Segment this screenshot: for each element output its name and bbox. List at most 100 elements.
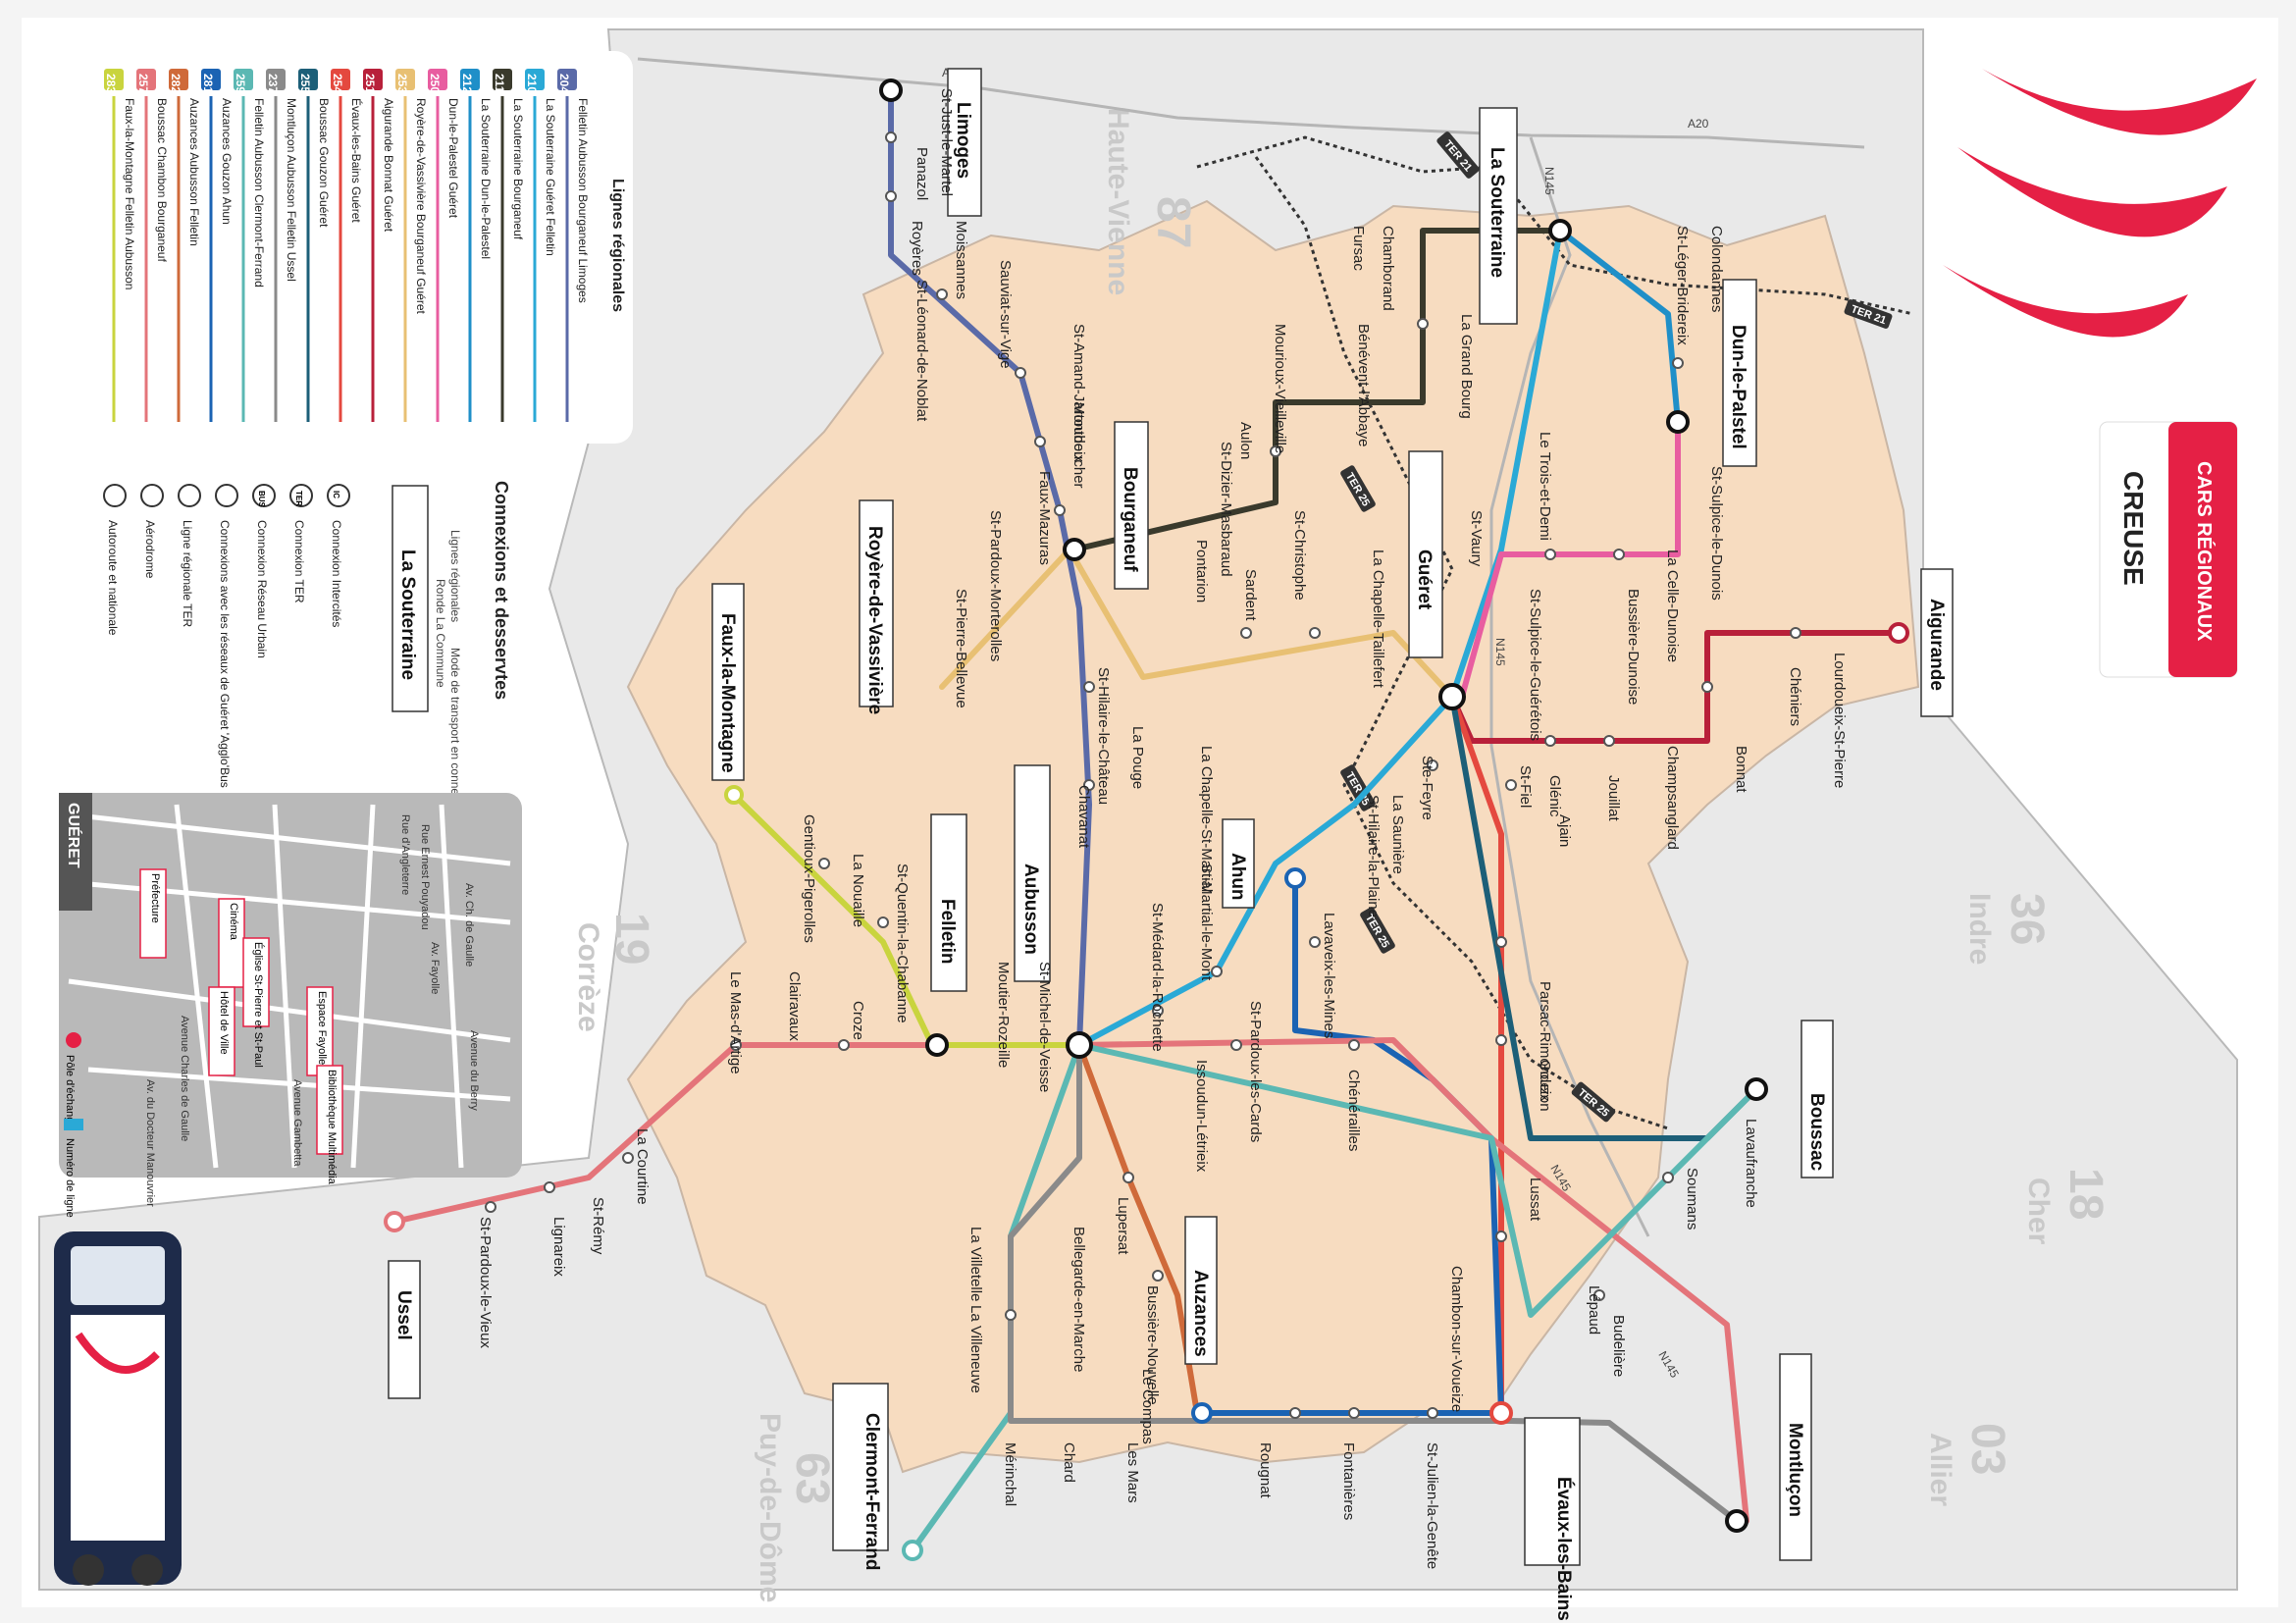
stop-label-la-villeneuve: La Villeneuve <box>967 1305 984 1393</box>
station-label-felletin: Felletin <box>937 899 958 965</box>
stop-label-budeliere: Budelière <box>1610 1315 1627 1377</box>
legend-text-259: Felletin Aubusson Clermont-Ferrand <box>252 98 266 288</box>
gueret-place-label-0: Préfecture <box>149 873 161 923</box>
stop-label-st-sulpice-le-gueretois: St-Sulpice-le-Guérétois <box>1527 589 1543 741</box>
station-label-limoges: Limoges <box>953 102 973 179</box>
stop-label-st-vaury: St-Vaury <box>1468 510 1485 567</box>
dept-num-03: 03 <box>1961 1423 2013 1475</box>
stop-label-la-chapelle-taillefert: La Chapelle-Taillefert <box>1370 550 1386 689</box>
legend-badge-210: 210 <box>525 74 539 93</box>
station-clermont: Clermont-Ferrand <box>832 1383 889 1570</box>
station-nodes <box>384 79 1909 1561</box>
gueret-place-label-2: Église St-Pierre et St-Paul <box>252 942 265 1068</box>
connections-panel: Connexions et desservtes La Souterraine … <box>44 461 520 816</box>
stop-label-lourdoueix-st-pierre: Lourdoueix-St-Pierre <box>1831 653 1848 788</box>
legend-text-254: Évaux-les-Bains Guéret <box>349 98 364 223</box>
connection-connexions-avec-les-reseaux-de-gueret-agglo-bus-icon <box>215 484 238 507</box>
dept-name-03: Allier <box>1924 1433 1957 1506</box>
station-label-evaux: Évaux-les-Bains <box>1553 1477 1575 1621</box>
stop-label-st-amand-jartoudeix: St-Amand-Jartoudeix <box>1070 324 1087 462</box>
station-label-ussel: Ussel <box>393 1290 414 1340</box>
legend-badge-253: 253 <box>395 74 409 93</box>
legend-badge-254: 254 <box>331 74 344 93</box>
legend-text-282: Auzances Aubusson Felletin <box>187 98 201 246</box>
connection-icon-label-2: BUS <box>257 491 266 508</box>
station-label-faux-la-montagne: Faux-la-Montagne <box>717 613 738 773</box>
station-ussel: Ussel <box>388 1260 421 1399</box>
station-montlucon: Montluçon <box>1779 1353 1812 1561</box>
stop-label-bussiere-dunoise: Bussière-Dunoise <box>1625 589 1642 705</box>
station-evaux: Évaux-les-Bains <box>1524 1417 1581 1621</box>
connection-item-6: Autoroute et nationale <box>103 484 127 636</box>
connection-connexion-intercites-icon <box>327 484 350 507</box>
station-dun-le-palstel: Dun-le-Palstel <box>1722 279 1757 467</box>
connection-text-1: Connexion TER <box>292 520 306 603</box>
connection-item-4: Ligne régionale TER <box>178 484 201 628</box>
stop-label-pontarion: Pontarion <box>1193 540 1210 602</box>
legend-badge-250: 250 <box>428 74 442 93</box>
stop-label-bellegarde-en-marche: Bellegarde-en-Marche <box>1070 1227 1087 1372</box>
stop-label-chambon-sur-voueize: Chambon-sur-Voueize <box>1448 1266 1465 1412</box>
stop-label-lepaud: Lépaud <box>1586 1285 1602 1335</box>
road-label-n145-2: N145 <box>1493 638 1507 666</box>
brand-logo <box>1943 69 2257 338</box>
gueret-place-bibliotheque-multimedia: Bibliothèque Multimédia <box>316 1065 343 1185</box>
connections-caption-3: Mode de transport en connexion <box>448 648 462 816</box>
stop-label-la-sauniere: La Saunière <box>1389 795 1406 874</box>
legend-badge-204: 204 <box>557 74 571 93</box>
stop-label-la-courtine: La Courtine <box>634 1128 651 1205</box>
stop-label-st-medard-la-rochette: St-Médard-la-Rochette <box>1149 903 1166 1052</box>
stop-label-aulon: Aulon <box>1237 422 1254 459</box>
station-label-auzances: Auzances <box>1190 1270 1211 1357</box>
legend-badge-212: 212 <box>460 74 474 93</box>
station-aubusson: Aubusson <box>1014 764 1051 982</box>
stop-label-st-christophe: St-Christophe <box>1291 510 1308 601</box>
stop-label-st-sulpice-le-dunois: St-Sulpice-le-Dunois <box>1708 466 1725 601</box>
connection-autoroute-et-nationale-icon <box>103 484 127 507</box>
connection-text-4: Ligne régionale TER <box>181 520 194 628</box>
brand-title: CARS RÉGIONAUX <box>2193 461 2216 642</box>
stop-label-st-remy: St-Rémy <box>590 1197 606 1255</box>
stop-label-st-hilaire-le-chateau: St-Hilaire-le-Château <box>1095 667 1112 805</box>
gueret-place-label-5: Bibliothèque Multimédia <box>326 1070 338 1185</box>
dept-num-18: 18 <box>2060 1168 2112 1220</box>
station-label-boussac: Boussac <box>1806 1093 1827 1172</box>
dept-num-87: 87 <box>1147 196 1199 248</box>
gueret-street-av-ch-de-gaulle: Av. Ch. de Gaulle <box>463 883 475 967</box>
stop-label-sauviat-sur-vige: Sauviat-sur-Vige <box>997 260 1014 369</box>
station-auzances: Auzances <box>1184 1216 1218 1365</box>
station-limoges: Limoges <box>947 68 982 217</box>
legend-badge-237: 237 <box>266 74 280 93</box>
stop-label-la-villetelle: La Villetelle <box>967 1227 984 1301</box>
legend-text-212: La Souterraine Dun-le-Palestel <box>479 98 493 259</box>
road-label-a20-2: A20 <box>1688 117 1709 131</box>
connection-ligne-regionale-ter-icon <box>178 484 201 507</box>
stop-label-jouillat: Jouillat <box>1605 775 1622 822</box>
dept-name-87: Haute-Vienne <box>1102 108 1134 295</box>
stop-label-chenerailles: Chénérailles <box>1345 1070 1362 1151</box>
gueret-legend: Pôle d'échange Numéro de ligne <box>64 1032 83 1218</box>
stop-label-colondannes: Colondannes <box>1708 226 1725 312</box>
legend-text-283: Faux-la-Montagne Felletin Aubusson <box>123 98 136 289</box>
stop-label-cheniers: Chéniers <box>1787 667 1803 726</box>
station-label-clermont: Clermont-Ferrand <box>861 1413 882 1570</box>
dept-name-36: Indre <box>1963 893 1996 965</box>
legend-badge-283: 283 <box>104 74 118 93</box>
stop-label-st-pardoux-les-cards: St-Pardoux-les-Cards <box>1247 1001 1264 1142</box>
legend-badge-255: 255 <box>298 74 312 93</box>
stop-label-merinchal: Mérinchal <box>1002 1442 1018 1506</box>
station-bourganeuf: Bourganeuf <box>1114 421 1149 590</box>
line-legend-title: Lignes régionales <box>609 179 626 312</box>
connection-text-0: Connexion Intercités <box>330 520 343 627</box>
stop-label-moissannes: Moissannes <box>953 221 969 299</box>
line-253 <box>939 547 1455 700</box>
stop-label-benevent-l-abbaye: Bénévent-l'Abbaye <box>1355 324 1372 446</box>
